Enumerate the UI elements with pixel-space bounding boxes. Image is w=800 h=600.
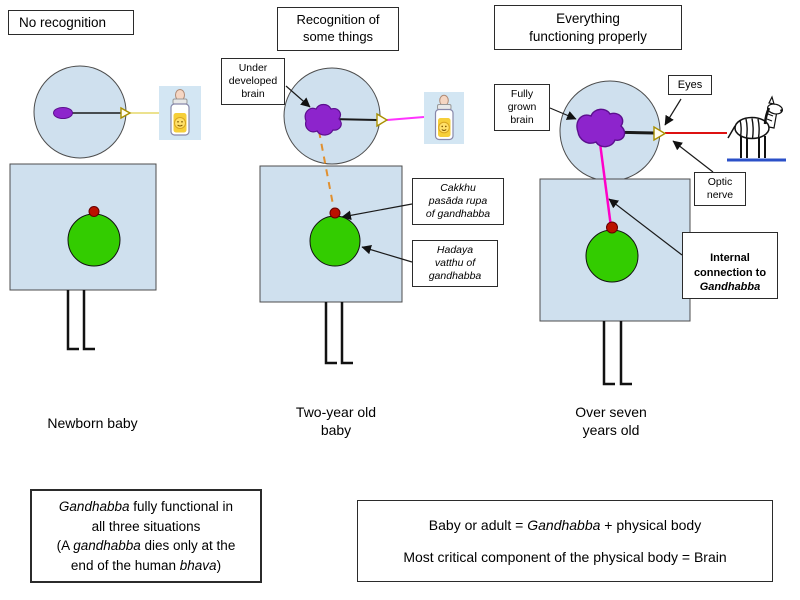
leg xyxy=(324,302,337,365)
leg xyxy=(82,290,95,351)
bottle-icon xyxy=(159,86,201,140)
caption-two-year-old: Two-year old baby xyxy=(295,404,377,439)
note-text: ) xyxy=(216,557,222,573)
note-text: (A xyxy=(56,538,74,554)
note-text: end of the human xyxy=(70,557,180,573)
label-cakkhu-pasada-rupa: Cakkhu pasāda rupa of gandhabba xyxy=(412,178,504,226)
caption-over-seven: Over seven years old xyxy=(575,404,647,439)
note-text-italic: gandhabba xyxy=(73,538,141,554)
leg xyxy=(619,321,632,386)
annotation-arrows xyxy=(285,85,714,263)
note-text: fully functional in xyxy=(129,499,234,514)
magenta-signal-line xyxy=(386,116,425,121)
note-text-italic: bhava xyxy=(179,557,217,573)
note-text: dies only at the xyxy=(140,538,236,554)
label-optic-nerve: Optic nerve xyxy=(694,172,746,207)
note-line: Baby or adult = Gandhabba + physical bod… xyxy=(358,517,772,533)
brain-blob xyxy=(576,108,626,148)
note-text-italic: Gandhabba xyxy=(58,499,130,514)
note-line: Gandhabba fully functional in xyxy=(36,497,256,517)
arrow-eyes xyxy=(664,98,682,126)
label-fully-grown-brain: Fully grown brain xyxy=(494,84,550,132)
note-baby-adult-equation: Baby or adult = Gandhabba + physical bod… xyxy=(357,500,773,582)
hadaya-vatthu-circle xyxy=(67,213,121,267)
bottle-icon xyxy=(424,92,464,144)
cakkhu-dot xyxy=(329,207,341,219)
note-text: all three situations xyxy=(91,518,201,534)
eye-triangle xyxy=(376,112,389,128)
eye-triangle xyxy=(120,106,132,120)
leg xyxy=(66,290,79,351)
head-circle xyxy=(33,65,127,159)
figure-two-year-old xyxy=(259,67,464,365)
leg xyxy=(602,321,615,386)
internal-connection-text: Internal connection to xyxy=(693,252,767,279)
arrow-underdeveloped-brain xyxy=(285,85,311,108)
internal-connection-line xyxy=(598,142,613,228)
figure-over-seven xyxy=(539,80,786,386)
arrow-fully-grown-brain xyxy=(549,107,577,120)
label-internal-connection: Internal connection to Gandhabba xyxy=(682,232,778,300)
note-text: + physical body xyxy=(600,517,702,533)
hadaya-vatthu-circle xyxy=(585,229,639,283)
caption-newborn-baby: Newborn baby xyxy=(47,415,138,431)
arrow-optic-nerve xyxy=(672,140,714,173)
title-no-recognition: No recognition xyxy=(8,10,134,35)
internal-connection-dashed xyxy=(318,130,335,211)
zebra-image xyxy=(727,95,786,162)
brain-blob xyxy=(304,103,342,136)
note-line: end of the human bhava) xyxy=(36,556,256,576)
note-text-italic: Gandhabba xyxy=(527,517,601,533)
note-text: Most critical component of the physical … xyxy=(403,549,727,565)
arrow-cakkhu xyxy=(341,203,413,221)
title-recognition-some-things: Recognition of some things xyxy=(277,7,399,51)
note-line: Most critical component of the physical … xyxy=(358,549,772,565)
title-everything-functioning: Everything functioning properly xyxy=(494,5,682,51)
internal-connection-gandhabba: Gandhabba xyxy=(699,280,761,293)
label-underdeveloped-brain: Under developed brain xyxy=(221,58,285,106)
label-hadaya-vatthu: Hadaya vatthu of gandhabba xyxy=(412,240,498,288)
note-text: Baby or adult = xyxy=(428,517,528,533)
arrow-hadaya xyxy=(361,244,413,263)
eye-triangle xyxy=(653,125,667,142)
note-gandhabba-functional: Gandhabba fully functional in all three … xyxy=(30,489,262,584)
cakkhu-dot xyxy=(606,221,618,234)
label-eyes: Eyes xyxy=(668,75,712,95)
note-line: all three situations xyxy=(36,517,256,537)
arrow-internal-connection xyxy=(608,198,683,256)
hadaya-vatthu-circle xyxy=(309,215,361,267)
figure-newborn xyxy=(9,65,201,351)
cakkhu-dot xyxy=(88,206,100,217)
brain-blob xyxy=(53,107,73,119)
note-line: (A gandhabba dies only at the xyxy=(36,536,256,556)
leg xyxy=(340,302,353,365)
